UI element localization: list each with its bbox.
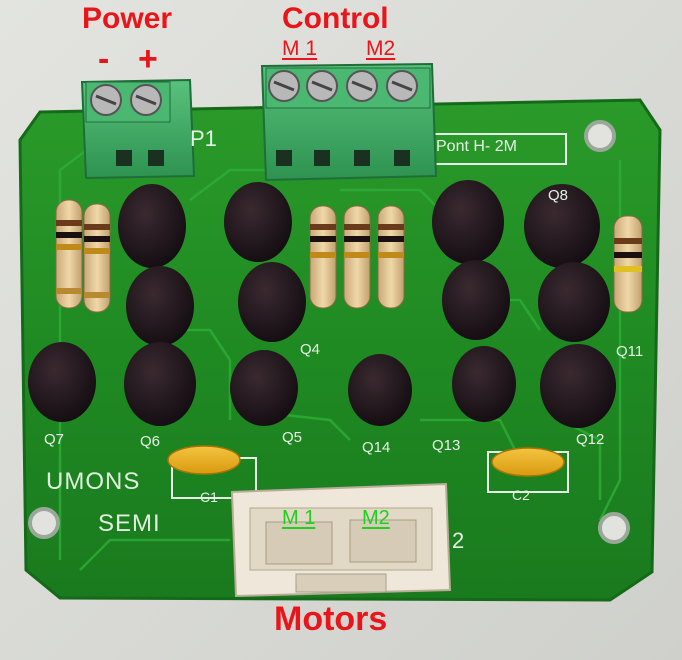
mounting-hole [584, 120, 616, 152]
transistor [348, 354, 412, 426]
motors-m2-label: M2 [362, 507, 390, 529]
motors-label: Motors [274, 600, 388, 638]
silk-p1: P1 [190, 126, 217, 151]
silk-board-name: Pont H- 2M [436, 138, 517, 155]
power-minus-label: - [98, 40, 110, 78]
transistor [452, 346, 516, 422]
transistor [224, 182, 292, 262]
terminal-slot [276, 150, 292, 166]
silk-q5: Q5 [282, 429, 303, 446]
transistor [442, 260, 510, 340]
transistor [124, 342, 196, 426]
silk-q12: Q12 [576, 431, 605, 448]
resistors [55, 199, 643, 313]
transistor [28, 342, 96, 422]
resistor [377, 205, 405, 309]
resistor [613, 215, 643, 313]
power-plus-label: + [138, 40, 158, 78]
silk-q6: Q6 [140, 433, 161, 450]
power-label: Power [82, 2, 173, 35]
silk-brand-line1: UMONS [46, 468, 141, 495]
silk-q11: Q11 [616, 343, 644, 360]
transistors [28, 180, 616, 428]
resistor [55, 199, 83, 309]
silk-q13: Q13 [432, 437, 461, 454]
silk-q4: Q4 [300, 341, 321, 358]
terminal-slot [354, 150, 370, 166]
control-m2-label: M2 [366, 37, 396, 60]
motors-connector [230, 482, 452, 598]
control-label: Control [282, 2, 389, 35]
silk-brand-line2: SEMI [98, 510, 161, 537]
resistor [343, 205, 371, 309]
transistor [230, 350, 298, 426]
terminal-slot [116, 150, 132, 166]
terminal-slot [314, 150, 330, 166]
silk-q7: Q7 [44, 431, 65, 448]
control-m1-label: M 1 [282, 37, 318, 60]
motors-m1-label: M 1 [282, 507, 316, 529]
silk-c1: C1 [200, 489, 218, 505]
transistor [432, 180, 504, 264]
transistor [238, 262, 306, 342]
transistor [524, 184, 600, 268]
transistor [538, 262, 610, 342]
power-terminal-block [80, 78, 196, 180]
control-terminal-block [260, 62, 438, 182]
silk-connector-2: 2 [452, 528, 465, 553]
capacitor-c2 [491, 447, 565, 477]
terminal-slot [148, 150, 164, 166]
silk-c2: C2 [512, 487, 530, 503]
mounting-hole [28, 507, 60, 539]
resistor [309, 205, 337, 309]
capacitor-c1 [167, 445, 241, 475]
transistor [118, 184, 186, 268]
mounting-hole [598, 512, 630, 544]
silk-q8: Q8 [548, 187, 569, 204]
terminal-slot [394, 150, 410, 166]
transistor [126, 266, 194, 346]
transistor [540, 344, 616, 428]
resistor [83, 203, 111, 313]
silk-q14: Q14 [362, 439, 391, 456]
